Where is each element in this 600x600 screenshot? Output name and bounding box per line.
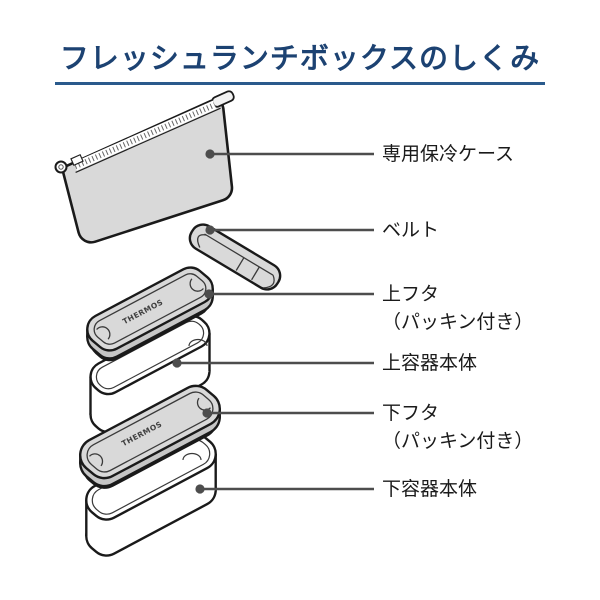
callout-dot-lower-container bbox=[195, 484, 205, 494]
callout-label-text: 専用保冷ケース bbox=[382, 143, 515, 165]
belt-body bbox=[188, 223, 282, 291]
lid-grip-notch bbox=[189, 278, 204, 292]
lower-lid-illustration: THERMOS bbox=[79, 384, 221, 489]
part-top-face bbox=[79, 384, 221, 480]
pouch-body bbox=[61, 99, 234, 244]
belt-end-loop bbox=[263, 274, 275, 289]
upper-lid-illustration: THERMOS bbox=[86, 266, 214, 362]
callout-label-text: 下容器本体 bbox=[382, 478, 478, 500]
callout-label-upper-container: 上容器本体 bbox=[382, 349, 477, 377]
callout-label-text: 上フタ bbox=[382, 283, 440, 305]
callout-dot-lower-lid bbox=[202, 408, 212, 418]
upper-container-illustration bbox=[89, 314, 211, 434]
callout-label-lower-container: 下容器本体 bbox=[382, 475, 477, 503]
belt-detail-line bbox=[204, 233, 274, 276]
lid-grip-notch bbox=[89, 453, 104, 467]
belt-buckle-curve bbox=[197, 234, 207, 248]
belt-detail-line bbox=[251, 266, 260, 281]
callout-label-cooler-case: 専用保冷ケース bbox=[382, 140, 514, 168]
zipper-inner-edge bbox=[75, 107, 221, 173]
callout-dot-upper-container bbox=[172, 358, 182, 368]
callout-label-text: ベルト bbox=[382, 219, 440, 241]
belt-illustration bbox=[188, 223, 282, 291]
container-latch-tab bbox=[188, 338, 208, 347]
zipper-pull-ring-hole bbox=[58, 164, 64, 170]
cooler-case-illustration bbox=[54, 90, 235, 244]
callout-dot-belt bbox=[205, 225, 215, 235]
belt-detail-line bbox=[235, 257, 245, 271]
lid-inner-line bbox=[93, 273, 207, 345]
page-title: フレッシュランチボックスのしくみ bbox=[59, 41, 541, 75]
zipper-slider bbox=[70, 153, 84, 167]
container-latch-tab bbox=[182, 452, 202, 461]
callout-sublabel-text: （パッキン付き） bbox=[382, 430, 534, 452]
lid-grip-notch bbox=[96, 326, 111, 340]
lid-inner-line bbox=[86, 391, 214, 473]
callout-sublabel-text: （パッキン付き） bbox=[382, 311, 534, 333]
callout-label-belt: ベルト bbox=[382, 216, 439, 244]
zipper-pull-ring bbox=[54, 160, 68, 174]
title-underline bbox=[55, 82, 545, 85]
callout-label-lower-lid: 下フタ （パッキン付き） bbox=[382, 399, 533, 455]
zipper-teeth bbox=[74, 102, 216, 170]
callout-label-upper-lid: 上フタ （パッキン付き） bbox=[382, 280, 533, 336]
callout-label-text: 上容器本体 bbox=[382, 352, 478, 374]
callout-dot-cooler-case bbox=[205, 149, 215, 159]
callout-dot-upper-lid bbox=[204, 289, 214, 299]
lower-container-illustration bbox=[85, 433, 217, 557]
callout-label-text: 下フタ bbox=[382, 402, 440, 424]
callout-lines bbox=[172, 149, 374, 494]
